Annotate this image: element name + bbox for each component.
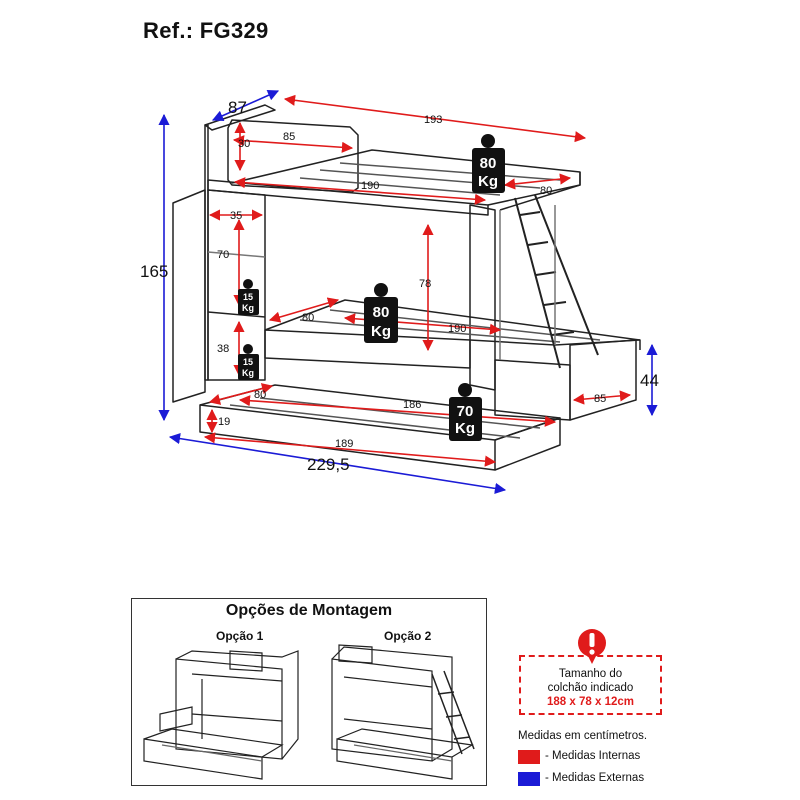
svg-text:80: 80	[373, 304, 390, 321]
internal-swatch	[518, 750, 540, 764]
legend-external: - Medidas Externas	[518, 772, 718, 788]
mattress-size: 188 x 78 x 12cm	[547, 696, 634, 708]
top-mattress-width-label: 80	[540, 185, 552, 197]
trundle-side-depth-label: 85	[594, 393, 606, 405]
external-swatch	[518, 772, 540, 786]
headboard-width-arrow	[232, 135, 354, 153]
svg-text:Kg: Kg	[242, 303, 254, 313]
top-mattress-width-arrow	[503, 173, 572, 190]
depth-label: 87	[228, 98, 247, 117]
trundle-side-depth-arrow	[572, 390, 632, 405]
option-1-drawing	[143, 650, 299, 780]
trundle-height-inner-label: 19	[218, 416, 230, 428]
middle-width-arrow	[268, 297, 340, 323]
shelf-height-label: 70	[217, 249, 229, 261]
svg-text:Kg: Kg	[242, 368, 254, 378]
weight-tag-trundle: 70 Kg	[449, 383, 482, 441]
headboard-height-label: 30	[238, 138, 250, 150]
bed-outline	[172, 104, 641, 471]
height-label: 165	[140, 262, 168, 281]
trundle-outer-length-label: 189	[335, 438, 353, 450]
svg-text:Kg: Kg	[478, 173, 498, 190]
legend-internal: - Medidas Internas	[518, 750, 718, 766]
svg-text:Kg: Kg	[371, 323, 391, 340]
svg-text:Kg: Kg	[455, 420, 475, 437]
trundle-inner-length-arrow	[238, 395, 557, 427]
svg-text:15: 15	[243, 292, 253, 302]
legend-title: Medidas em centímetros.	[518, 730, 648, 742]
total-width-label: 229,5	[307, 455, 350, 474]
trundle-height-label: 44	[640, 371, 659, 390]
weight-tag-shelf-lower: 15 Kg	[238, 344, 259, 380]
svg-text:70: 70	[457, 403, 474, 420]
top-length-arrow	[283, 94, 587, 143]
option-1-label: Opção 1	[216, 629, 264, 643]
mattress-notice-line1: Tamanho do	[558, 668, 623, 680]
mattress-notice-line2: colchão indicado	[547, 682, 634, 694]
legend-internal-label: - Medidas Internas	[545, 750, 641, 762]
option-2-drawing	[331, 644, 475, 780]
middle-clearance-label: 78	[419, 278, 431, 290]
top-mattress-length-label: 190	[361, 180, 379, 192]
legend-external-label: - Medidas Externas	[545, 772, 645, 784]
weight-tag-top: 80 Kg	[472, 134, 505, 193]
mattress-notice-box: Tamanho do colchão indicado 188 x 78 x 1…	[519, 655, 662, 715]
warning-icon	[578, 629, 606, 664]
reference-code: Ref.: FG329	[143, 18, 269, 43]
trundle-inner-length-label: 186	[403, 399, 421, 411]
assembly-options-title: Opções de Montagem	[225, 602, 393, 619]
trundle-width-arrow	[208, 383, 274, 405]
shelf-width-label: 35	[230, 210, 242, 222]
trundle-width-label: 80	[254, 389, 266, 401]
option-2-label: Opção 2	[384, 629, 432, 643]
trundle-outer-length-arrow	[203, 432, 497, 467]
shelf-low-height-label: 38	[217, 343, 229, 355]
weight-tag-shelf-upper: 15 Kg	[238, 279, 259, 315]
top-mattress-length-arrow	[233, 177, 487, 205]
top-length-label: 193	[424, 114, 442, 126]
internal-labels: 193 85 30 190 80 35 70 38 78 80 190 80 8…	[217, 114, 606, 450]
svg-text:15: 15	[243, 357, 253, 367]
headboard-width-label: 85	[283, 131, 295, 143]
depth-arrow	[211, 89, 280, 122]
internal-dimensions	[203, 94, 632, 467]
svg-text:80: 80	[480, 155, 497, 172]
assembly-options-panel: Opções de Montagem Opção 1 Opção 2	[131, 598, 487, 786]
assembly-options-drawings	[143, 644, 475, 780]
weight-tag-middle: 80 Kg	[364, 283, 398, 343]
middle-length-label: 190	[448, 323, 466, 335]
middle-width-label: 80	[302, 312, 314, 324]
